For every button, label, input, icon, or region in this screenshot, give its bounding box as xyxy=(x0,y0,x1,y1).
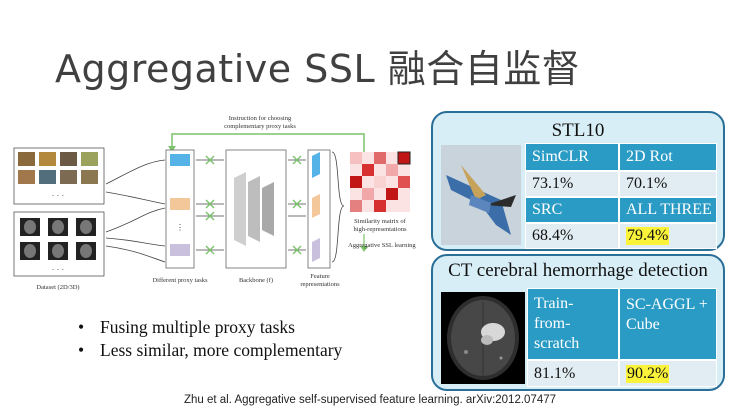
dataset-2d-grid: · · · xyxy=(13,147,105,205)
stl10-value-simclr: 73.1% xyxy=(525,171,619,197)
bullet-item: Fusing multiple proxy tasks xyxy=(78,316,342,339)
ct-panel: CT cerebral hemorrhage detection Train- … xyxy=(431,254,725,391)
bullet-item: Less similar, more complementary xyxy=(78,339,342,362)
instruction-arrow-head xyxy=(168,146,176,152)
proxy-label: Different proxy tasks xyxy=(152,277,208,284)
feature-label-2: representations xyxy=(300,281,340,288)
similarity-label-2: high-representations xyxy=(353,226,407,233)
svg-text:⋮: ⋮ xyxy=(176,223,184,232)
stl10-value-allthree: 79.4% xyxy=(626,227,670,245)
dataset-3d-dots: · · · xyxy=(52,265,64,274)
stl10-header-simclr: SimCLR xyxy=(525,143,619,171)
dataset-2d-dots: · · · xyxy=(52,191,64,200)
stl10-header-allthree: ALL THREE xyxy=(619,197,717,223)
method-figure: Instruction for choosing complementary p… xyxy=(13,115,416,291)
similarity-matrix xyxy=(350,151,411,212)
ct-header-scaggl-line1: SC-AGGL + xyxy=(626,296,708,313)
dataset-label: Dataset (2D/3D) xyxy=(36,284,79,291)
citation: Zhu et al. Aggregative self-supervised f… xyxy=(183,394,557,406)
ct-header-scratch: Train- from- scratch xyxy=(527,288,619,360)
aggregative-arrow-head xyxy=(360,246,368,252)
backbone-box xyxy=(225,149,287,269)
dataset-arrows xyxy=(105,159,166,263)
aggregative-label: Aggregative SSL learning xyxy=(348,242,416,249)
ct-scan-image-icon xyxy=(441,292,525,384)
proxy-backbone-arrows xyxy=(196,159,224,251)
stl10-value-2drot: 70.1% xyxy=(619,171,717,197)
feature-bracket xyxy=(331,151,345,263)
stl10-value-allthree-cell: 79.4% xyxy=(619,223,717,249)
instruction-label-1: Instruction for choosing xyxy=(229,115,292,122)
ct-header-scratch-line3: scratch xyxy=(534,335,580,352)
ct-header-scaggl: SC-AGGL + Cube xyxy=(619,288,717,360)
ct-title: CT cerebral hemorrhage detection xyxy=(448,260,708,281)
slide-title: Aggregative SSL 融合自监督 xyxy=(55,47,581,91)
instruction-label-2: complementary proxy tasks xyxy=(224,123,296,130)
ct-header-scaggl-line2: Cube xyxy=(626,316,660,333)
stl10-title: STL10 xyxy=(551,120,605,141)
bullet-list: Fusing multiple proxy tasks Less similar… xyxy=(78,316,342,362)
airplane-photo-icon xyxy=(441,145,521,245)
proxy-tasks-box: ⋮ xyxy=(165,149,195,269)
dataset-3d-grid: · · · xyxy=(13,211,105,277)
backbone-feature-arrows xyxy=(288,159,306,251)
ct-value-scaggl-cell: 90.2% xyxy=(619,360,717,387)
feature-label-1: Feature xyxy=(310,273,330,280)
backbone-label: Backbone (f) xyxy=(239,277,273,284)
ct-value-scratch: 81.1% xyxy=(527,360,619,387)
ct-header-scratch-line2: from- xyxy=(534,315,571,332)
similarity-label-1: Similarity matrix of xyxy=(354,218,406,225)
stl10-header-2drot: 2D Rot xyxy=(619,143,717,171)
stl10-value-src: 68.4% xyxy=(525,223,619,249)
ct-header-scratch-line1: Train- xyxy=(534,295,574,312)
instruction-loop-arrow xyxy=(171,133,365,154)
green-x-marks xyxy=(205,155,215,255)
stl10-header-src: SRC xyxy=(525,197,619,223)
green-x-marks-2 xyxy=(292,155,302,255)
feature-box xyxy=(307,149,331,269)
stl10-panel: STL10 SimCLR 2D Rot 73.1% 70.1% SRC ALL … xyxy=(431,111,725,251)
ct-value-scaggl: 90.2% xyxy=(626,364,670,383)
